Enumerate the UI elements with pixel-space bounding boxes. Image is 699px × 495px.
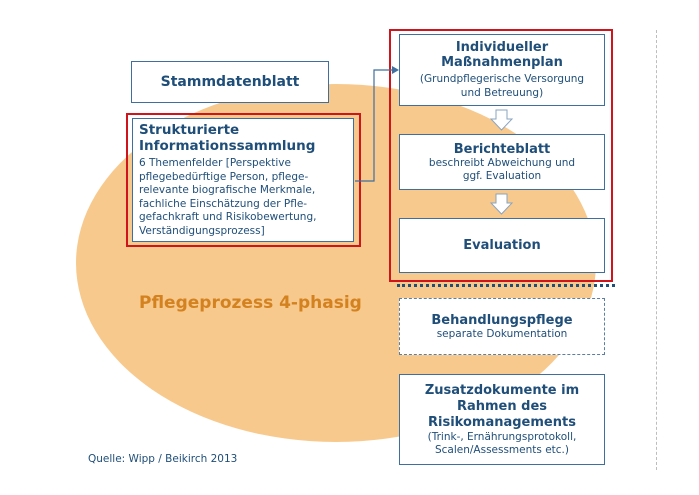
zusatzdokumente-title: Zusatzdokumente im Rahmen des Risikomana…: [425, 383, 579, 431]
strukturierte-text-line6: Verständigungsprozess]: [139, 224, 265, 237]
connector-arrowhead-icon: [392, 66, 399, 74]
zusatzdokumente-title-line1: Zusatzdokumente im: [424, 382, 580, 398]
evaluation-title: Evaluation: [463, 238, 541, 253]
massnahmenplan-description: (Grundpflegerische Versorgung und Betreu…: [420, 72, 584, 100]
massnahmenplan-text-line1: (Grundpflegerische Versorgung: [419, 73, 585, 85]
down-arrow-icon: [489, 193, 514, 215]
massnahmenplan-title-line2: Maßnahmenplan: [441, 55, 563, 70]
strukturierte-text-line4: fachliche Einschätzung der Pfle-: [139, 197, 308, 210]
strukturierte-highlight-frame: [126, 113, 361, 247]
strukturierte-title-line2: Informationssammlung: [139, 138, 316, 154]
behandlungspflege-box: Behandlungspflege separate Dokumentation: [399, 298, 605, 355]
strukturierte-informationssammlung-box: Strukturierte Informationssammlung 6 The…: [132, 118, 354, 242]
strukturierte-text-line2: pflegebedürftige Person, pflege-: [139, 170, 309, 183]
stammdatenblatt-box: Stammdatenblatt: [131, 61, 329, 103]
berichteblatt-title: Berichteblatt: [453, 141, 551, 157]
zusatzdokumente-text-line1: (Trink-, Ernährungsprotokoll,: [427, 430, 577, 443]
strukturierte-text-line5: gefachkraft und Risikobewertung,: [139, 211, 317, 223]
zusatzdokumente-title-line2: Rahmen des: [456, 398, 548, 414]
zusatzdokumente-text-line2: Scalen/Assessments etc.): [434, 443, 569, 456]
strukturierte-title: Strukturierte Informationssammlung: [139, 122, 347, 154]
zusatzdokumente-box: Zusatzdokumente im Rahmen des Risikomana…: [399, 374, 605, 465]
dotted-divider: [397, 284, 615, 287]
pflegeprozess-label: Pflegeprozess 4-phasig: [139, 293, 362, 313]
source-citation: Quelle: Wipp / Beikirch 2013: [88, 453, 238, 465]
down-arrow-icon: [489, 109, 514, 131]
strukturierte-text-line3: relevante biografische Merkmale,: [139, 184, 316, 196]
massnahmenplan-title: Individueller Maßnahmenplan: [441, 40, 563, 70]
process-steps-highlight-frame: [389, 29, 613, 282]
behandlungspflege-description: separate Dokumentation: [436, 327, 568, 340]
strukturierte-title-line1: Strukturierte: [139, 122, 240, 138]
massnahmenplan-box: Individueller Maßnahmenplan (Grundpflege…: [399, 34, 605, 106]
behandlungspflege-title: Behandlungspflege: [431, 312, 573, 328]
berichteblatt-text-line1: beschreibt Abweichung und: [428, 156, 576, 169]
connector-arrow: [355, 69, 392, 182]
berichteblatt-box: Berichteblatt beschreibt Abweichung und …: [399, 134, 605, 190]
zusatzdokumente-description: (Trink-, Ernährungsprotokoll, Scalen/Ass…: [428, 431, 577, 457]
evaluation-box: Evaluation: [399, 218, 605, 273]
massnahmenplan-text-line2: und Betreuung): [460, 87, 544, 99]
separator-line: [656, 30, 657, 470]
zusatzdokumente-title-line3: Risikomanagements: [428, 414, 576, 430]
berichteblatt-description: beschreibt Abweichung und ggf. Evaluatio…: [429, 157, 575, 183]
strukturierte-description: 6 Themenfelder [Perspektive pflegebedürf…: [139, 157, 347, 238]
berichteblatt-text-line2: ggf. Evaluation: [462, 169, 542, 182]
massnahmenplan-title-line1: Individueller: [455, 40, 549, 55]
strukturierte-text-line1: 6 Themenfelder [Perspektive: [139, 157, 291, 169]
stammdatenblatt-title: Stammdatenblatt: [160, 74, 300, 90]
